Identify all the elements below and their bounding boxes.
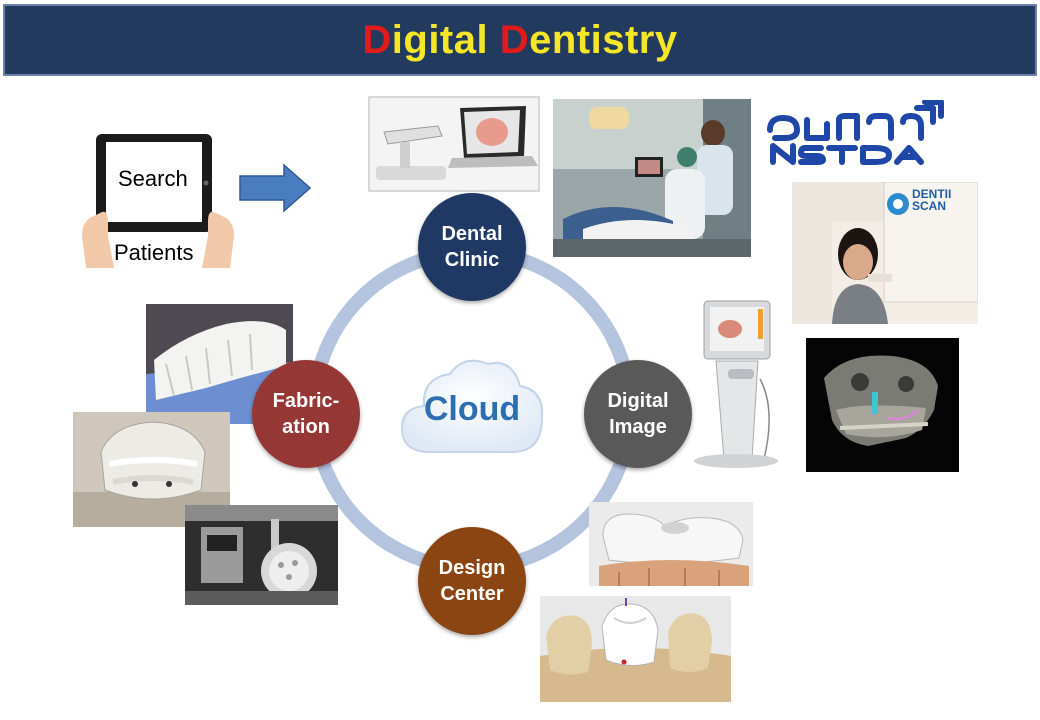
cloud-icon	[400, 359, 544, 453]
dental-clinic-label-line2: Clinic	[444, 249, 500, 271]
title-letter-d1: D	[362, 17, 392, 62]
fabrication-node: Fabric- ation	[252, 360, 360, 468]
fabrication-label-line1: Fabric-	[272, 390, 340, 412]
bridge-design-photo	[589, 502, 753, 586]
dentiiscan-cbct-photo: DENTII SCAN	[792, 182, 978, 324]
title-letter-d2: D	[499, 17, 530, 62]
title-banner: Digital Dentistry	[3, 4, 1037, 76]
digital-image-label-line1: Digital	[607, 390, 669, 412]
title-word-2: entistry	[529, 17, 678, 62]
tablet-hands-illustration	[82, 134, 234, 268]
design-center-label-line1: Design	[438, 557, 506, 579]
tablet-search-text: Search	[118, 166, 188, 191]
page-title: Digital Dentistry	[362, 18, 677, 63]
dentiiscan-logo: DENTII SCAN	[912, 188, 951, 212]
digital-image-node: Digital Image	[584, 360, 692, 468]
dental-clinic-label-line1: Dental	[441, 223, 503, 245]
digital-image-label-line2: Image	[609, 416, 667, 438]
cloud-label: Cloud	[423, 390, 521, 428]
nstda-logo	[767, 100, 944, 165]
dental-clinic-photo	[553, 99, 751, 257]
title-word-1: igital	[391, 17, 500, 62]
scanner-kiosk-photo	[688, 299, 783, 471]
right-arrow-icon	[239, 163, 312, 213]
skull-3d-scan-photo	[806, 338, 959, 472]
milling-machine-photo	[185, 505, 338, 605]
design-center-node: Design Center	[418, 527, 526, 635]
dentiiscan-logo-line2: SCAN	[912, 199, 947, 213]
design-center-label-line2: Center	[440, 583, 504, 605]
dentiiscan-logo-line1: DENTII	[912, 187, 952, 201]
dental-clinic-node: Dental Clinic	[418, 193, 526, 301]
intraoral-scanner-photo	[368, 96, 540, 192]
crown-design-photo	[540, 596, 731, 702]
fabrication-label-line2: ation	[282, 416, 330, 438]
tablet-patients-caption: Patients	[114, 240, 194, 265]
